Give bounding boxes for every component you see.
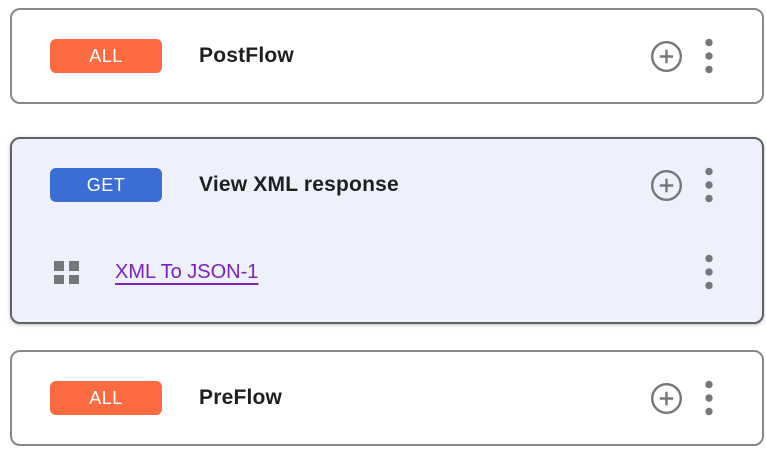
flow-menu-button[interactable] — [704, 379, 714, 417]
method-badge: ALL — [50, 39, 162, 73]
add-policy-button[interactable] — [650, 40, 683, 73]
kebab-menu-icon — [704, 253, 714, 291]
method-badge: GET — [50, 168, 162, 202]
flow-card-view-xml-response[interactable]: GET View XML response — [10, 137, 764, 324]
flow-menu-button[interactable] — [704, 37, 714, 75]
flow-title: View XML response — [199, 173, 399, 196]
flow-menu-button[interactable] — [704, 166, 714, 204]
plus-circle-icon — [650, 382, 683, 415]
add-policy-button[interactable] — [650, 382, 683, 415]
flow-card-preflow[interactable]: ALL PreFlow — [10, 350, 764, 446]
flow-row: ALL PreFlow — [12, 352, 762, 444]
grid-squares-icon — [52, 258, 81, 287]
flow-card-postflow[interactable]: ALL PostFlow — [10, 8, 764, 104]
kebab-menu-icon — [704, 37, 714, 75]
policy-menu-button[interactable] — [704, 253, 714, 291]
add-policy-button[interactable] — [650, 169, 683, 202]
flow-title: PostFlow — [199, 44, 294, 67]
policy-row: XML To JSON-1 — [12, 231, 762, 313]
method-badge: ALL — [50, 381, 162, 415]
flow-title: PreFlow — [199, 386, 283, 409]
plus-circle-icon — [650, 169, 683, 202]
kebab-menu-icon — [704, 379, 714, 417]
kebab-menu-icon — [704, 166, 714, 204]
policy-link[interactable]: XML To JSON-1 — [115, 260, 259, 283]
plus-circle-icon — [650, 40, 683, 73]
flow-row: GET View XML response — [12, 139, 762, 231]
flow-row: ALL PostFlow — [12, 10, 762, 102]
